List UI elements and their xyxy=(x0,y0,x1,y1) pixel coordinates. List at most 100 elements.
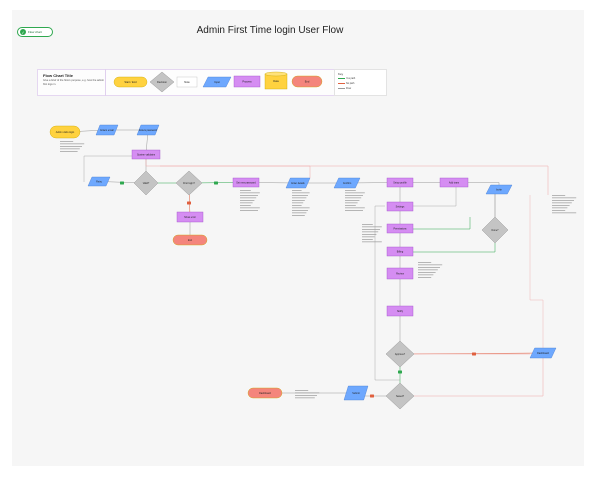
note-block xyxy=(418,262,443,278)
flow-node-d5[interactable]: Saved? xyxy=(385,382,415,410)
note-line xyxy=(552,200,574,201)
flow-node-p7[interactable]: Permissions xyxy=(386,223,414,234)
note-block xyxy=(362,224,382,243)
flow-edges xyxy=(64,129,549,398)
legend-shape-note: Note xyxy=(176,76,198,88)
note-line xyxy=(240,202,253,204)
flow-node-label: Permissions xyxy=(393,227,407,230)
note-line xyxy=(552,205,570,206)
flow-node-label: Submit xyxy=(352,392,360,395)
flow-node-label: Dashboard xyxy=(537,352,549,355)
yes-edge xyxy=(413,243,496,253)
note-line xyxy=(552,195,566,196)
key-line-no xyxy=(338,83,345,84)
flow-node-label: Retry xyxy=(96,180,103,183)
flow-node-p6[interactable]: Settings xyxy=(386,201,414,212)
note-line xyxy=(292,195,308,196)
flow-node-p1[interactable]: System validates xyxy=(131,149,161,160)
flow-node-label: First login? xyxy=(183,182,195,185)
legend-shape-input: Input xyxy=(202,76,232,88)
flow-node-label: Done? xyxy=(491,229,499,232)
note-line xyxy=(60,141,74,142)
retry-loop-edge xyxy=(83,155,132,182)
key-item-no: No path xyxy=(346,81,355,85)
legend-shape-label: Note xyxy=(184,80,190,84)
note-line xyxy=(362,224,373,225)
flow-node-p3[interactable]: Set new password xyxy=(232,177,260,188)
note-line xyxy=(345,200,360,201)
note-line xyxy=(292,207,310,209)
flow-node-label: Enters password xyxy=(139,129,157,132)
note-line xyxy=(552,207,568,209)
flow-node-p5[interactable]: Add team xyxy=(439,177,469,188)
note-line xyxy=(418,262,432,263)
flow-node-p8[interactable]: Billing xyxy=(386,246,414,257)
check-icon: ✓ xyxy=(20,29,26,35)
flow-node-p10[interactable]: Notify xyxy=(386,305,414,317)
note-line xyxy=(362,226,382,228)
note-line xyxy=(418,269,438,271)
flow-node-d1[interactable]: Valid? xyxy=(133,170,159,196)
flow-node-in1[interactable]: Enters email xyxy=(95,124,119,136)
note-line xyxy=(345,197,362,199)
legend-shape-label: Data xyxy=(273,79,279,83)
flow-node-start[interactable]: Admin visits login xyxy=(49,125,81,139)
note-line xyxy=(345,192,365,194)
accent-edge xyxy=(529,195,544,348)
legend-title: Flow Chart Title xyxy=(43,73,73,78)
flow-node-label: Set new password xyxy=(236,181,256,184)
flow-node-in2[interactable]: Enters password xyxy=(136,124,160,136)
note-line xyxy=(60,148,80,150)
flow-node-p4[interactable]: Setup profile xyxy=(386,177,414,188)
legend-shape-end: End xyxy=(291,75,323,88)
note-line xyxy=(240,192,260,194)
flow-node-p9[interactable]: Review xyxy=(386,267,414,280)
flow-node-in8[interactable]: Dashboard xyxy=(529,347,557,359)
flow-node-end2[interactable]: Dashboard xyxy=(247,387,283,399)
flow-node-label: Invite xyxy=(496,188,502,191)
flow-node-in7[interactable]: Submit xyxy=(343,385,369,401)
note-line xyxy=(295,395,317,396)
note-line xyxy=(418,267,440,268)
legend-shape-label: Start / End xyxy=(124,80,137,84)
flow-node-in5[interactable]: Confirm xyxy=(333,177,361,189)
flow-node-label: Show error xyxy=(184,216,196,219)
note-line xyxy=(362,231,379,233)
note-line xyxy=(552,210,566,211)
note-line xyxy=(292,210,308,211)
flow-node-d4[interactable]: Approve? xyxy=(385,340,415,368)
key-panel xyxy=(334,69,387,96)
note-line xyxy=(418,272,436,273)
flow-node-label: Notify xyxy=(397,310,404,313)
key-line-flow xyxy=(338,88,345,89)
legend-panel xyxy=(37,69,387,96)
note-block xyxy=(60,141,85,152)
flow-node-in6[interactable]: Invite xyxy=(485,184,513,195)
legend-shape-process: Process xyxy=(233,75,261,88)
legend-shape-data: Data xyxy=(264,71,288,90)
flow-node-in3[interactable]: Retry xyxy=(87,176,111,187)
flow-node-label: Exit xyxy=(188,239,192,242)
flow-node-label: Approve? xyxy=(395,353,406,356)
flow-node-label: Admin visits login xyxy=(56,131,75,134)
flow-node-in4[interactable]: Enter details xyxy=(285,177,311,189)
flow-node-end1[interactable]: Exit xyxy=(172,234,208,246)
note-line xyxy=(292,202,304,204)
note-line xyxy=(362,239,373,240)
note-line xyxy=(362,234,377,235)
flow-node-label: Saved? xyxy=(396,395,405,398)
legend-shape-label: Process xyxy=(242,80,252,84)
flow-node-d3[interactable]: Done? xyxy=(481,216,509,244)
flow-node-label: Review xyxy=(396,272,404,275)
branch-marker xyxy=(214,181,218,185)
note-block xyxy=(552,195,577,214)
note-line xyxy=(295,390,309,391)
flow-chart-badge[interactable]: ✓ Flow chart xyxy=(17,27,53,37)
note-line xyxy=(60,146,82,147)
flow-node-d2[interactable]: First login? xyxy=(175,170,203,196)
key-item-yes: Yes path xyxy=(346,76,356,80)
flow-node-p2[interactable]: Show error xyxy=(176,211,204,223)
note-line xyxy=(292,197,307,199)
note-line xyxy=(345,207,365,209)
